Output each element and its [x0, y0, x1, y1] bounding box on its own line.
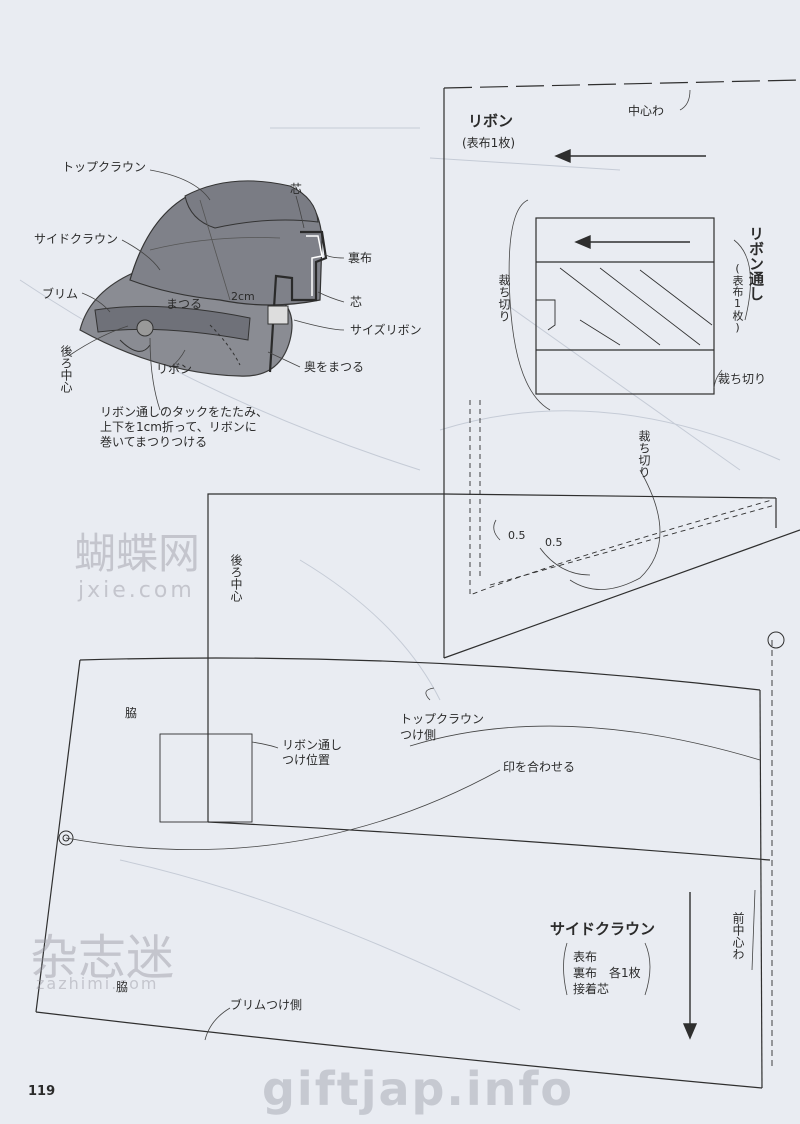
hat-illustration — [79, 180, 328, 377]
ribbon-pattern-piece — [443, 79, 800, 659]
seam-allowance-a: 0.5 — [508, 529, 526, 542]
ribbon-loop-title: リボン通し — [747, 226, 765, 301]
cut-off-label-lower: 裁ち切り — [637, 430, 651, 478]
watermark-butterfly-url: jxie.com — [78, 578, 195, 603]
front-center-fold-label: 前中心わ — [731, 912, 745, 960]
top-crown-label: トップクラウン — [62, 160, 147, 174]
back-center-piece-label: 後ろ中心 — [229, 554, 243, 602]
top-crown-attach-label-2: つけ側 — [400, 728, 437, 742]
size-ribbon-label: サイズリボン — [350, 323, 422, 337]
hem-stitch-label: 奥をまつる — [304, 360, 365, 374]
matsuru-label: まつる — [166, 297, 203, 311]
hat-leader-lines — [69, 169, 345, 411]
ribbon-loop-cut-off-right: 裁ち切り — [718, 372, 767, 386]
note-line-1: リボン通しのタックをたたみ、 — [100, 405, 269, 419]
ribbon-loop-pattern-piece — [535, 217, 715, 395]
back-center-label: 後ろ中心 — [59, 345, 73, 393]
material-line-1: 表布 — [573, 950, 598, 964]
two-cm-label: 2cm — [231, 290, 255, 303]
core-top-label: 芯 — [290, 182, 303, 196]
top-crown-attach-label-1: トップクラウン — [400, 712, 485, 726]
side-crown-label: サイドクラウン — [34, 232, 119, 246]
ribbon-title: リボン — [468, 112, 514, 130]
match-marks-label: 印を合わせる — [503, 760, 576, 774]
ribbon-leader-lines — [493, 89, 751, 590]
page-number: 119 — [28, 1084, 56, 1099]
side-label-top: 脇 — [125, 706, 138, 720]
lining-label: 裏布 — [348, 251, 373, 265]
watermark-zazhimi: 杂志迷 — [30, 930, 175, 986]
center-fold-label: 中心わ — [628, 104, 665, 118]
brim-label: ブリム — [42, 287, 79, 301]
note-line-2: 上下を1cm折って、リボンに — [100, 420, 257, 434]
material-line-3: 接着芯 — [573, 982, 610, 996]
seam-allowance-b: 0.5 — [545, 536, 563, 549]
watermark-butterfly: 蝴蝶网 — [74, 529, 201, 578]
material-line-2: 裏布 各1枚 — [573, 966, 641, 980]
side-crown-title: サイドクラウン — [550, 920, 656, 938]
ribbon-loop-cut-off-left: 裁ち切り — [497, 274, 511, 322]
loop-position-label-1: リボン通し — [282, 738, 343, 752]
watermark-zazhimi-url: zazhimi.com — [36, 974, 159, 993]
side-crown-leader-lines — [65, 687, 761, 1041]
loop-position-label-2: つけ位置 — [282, 753, 331, 767]
watermark-giftjap: giftjap.info — [262, 1062, 575, 1116]
core-mid-label: 芯 — [350, 295, 363, 309]
ribbon-loop-subtitle: (表布1枚) — [731, 262, 744, 334]
note-line-3: 巻いてまつりつける — [100, 435, 208, 449]
side-crown-pattern-piece — [35, 493, 785, 1089]
brim-attach-label: ブリムつけ側 — [230, 998, 303, 1012]
ribbon-label: リボン — [156, 362, 193, 376]
grain-arrows — [554, 148, 706, 1040]
background-print-through — [19, 127, 781, 1011]
ribbon-subtitle: (表布1枚) — [462, 136, 515, 150]
side-label-bottom: 脇 — [116, 980, 129, 994]
